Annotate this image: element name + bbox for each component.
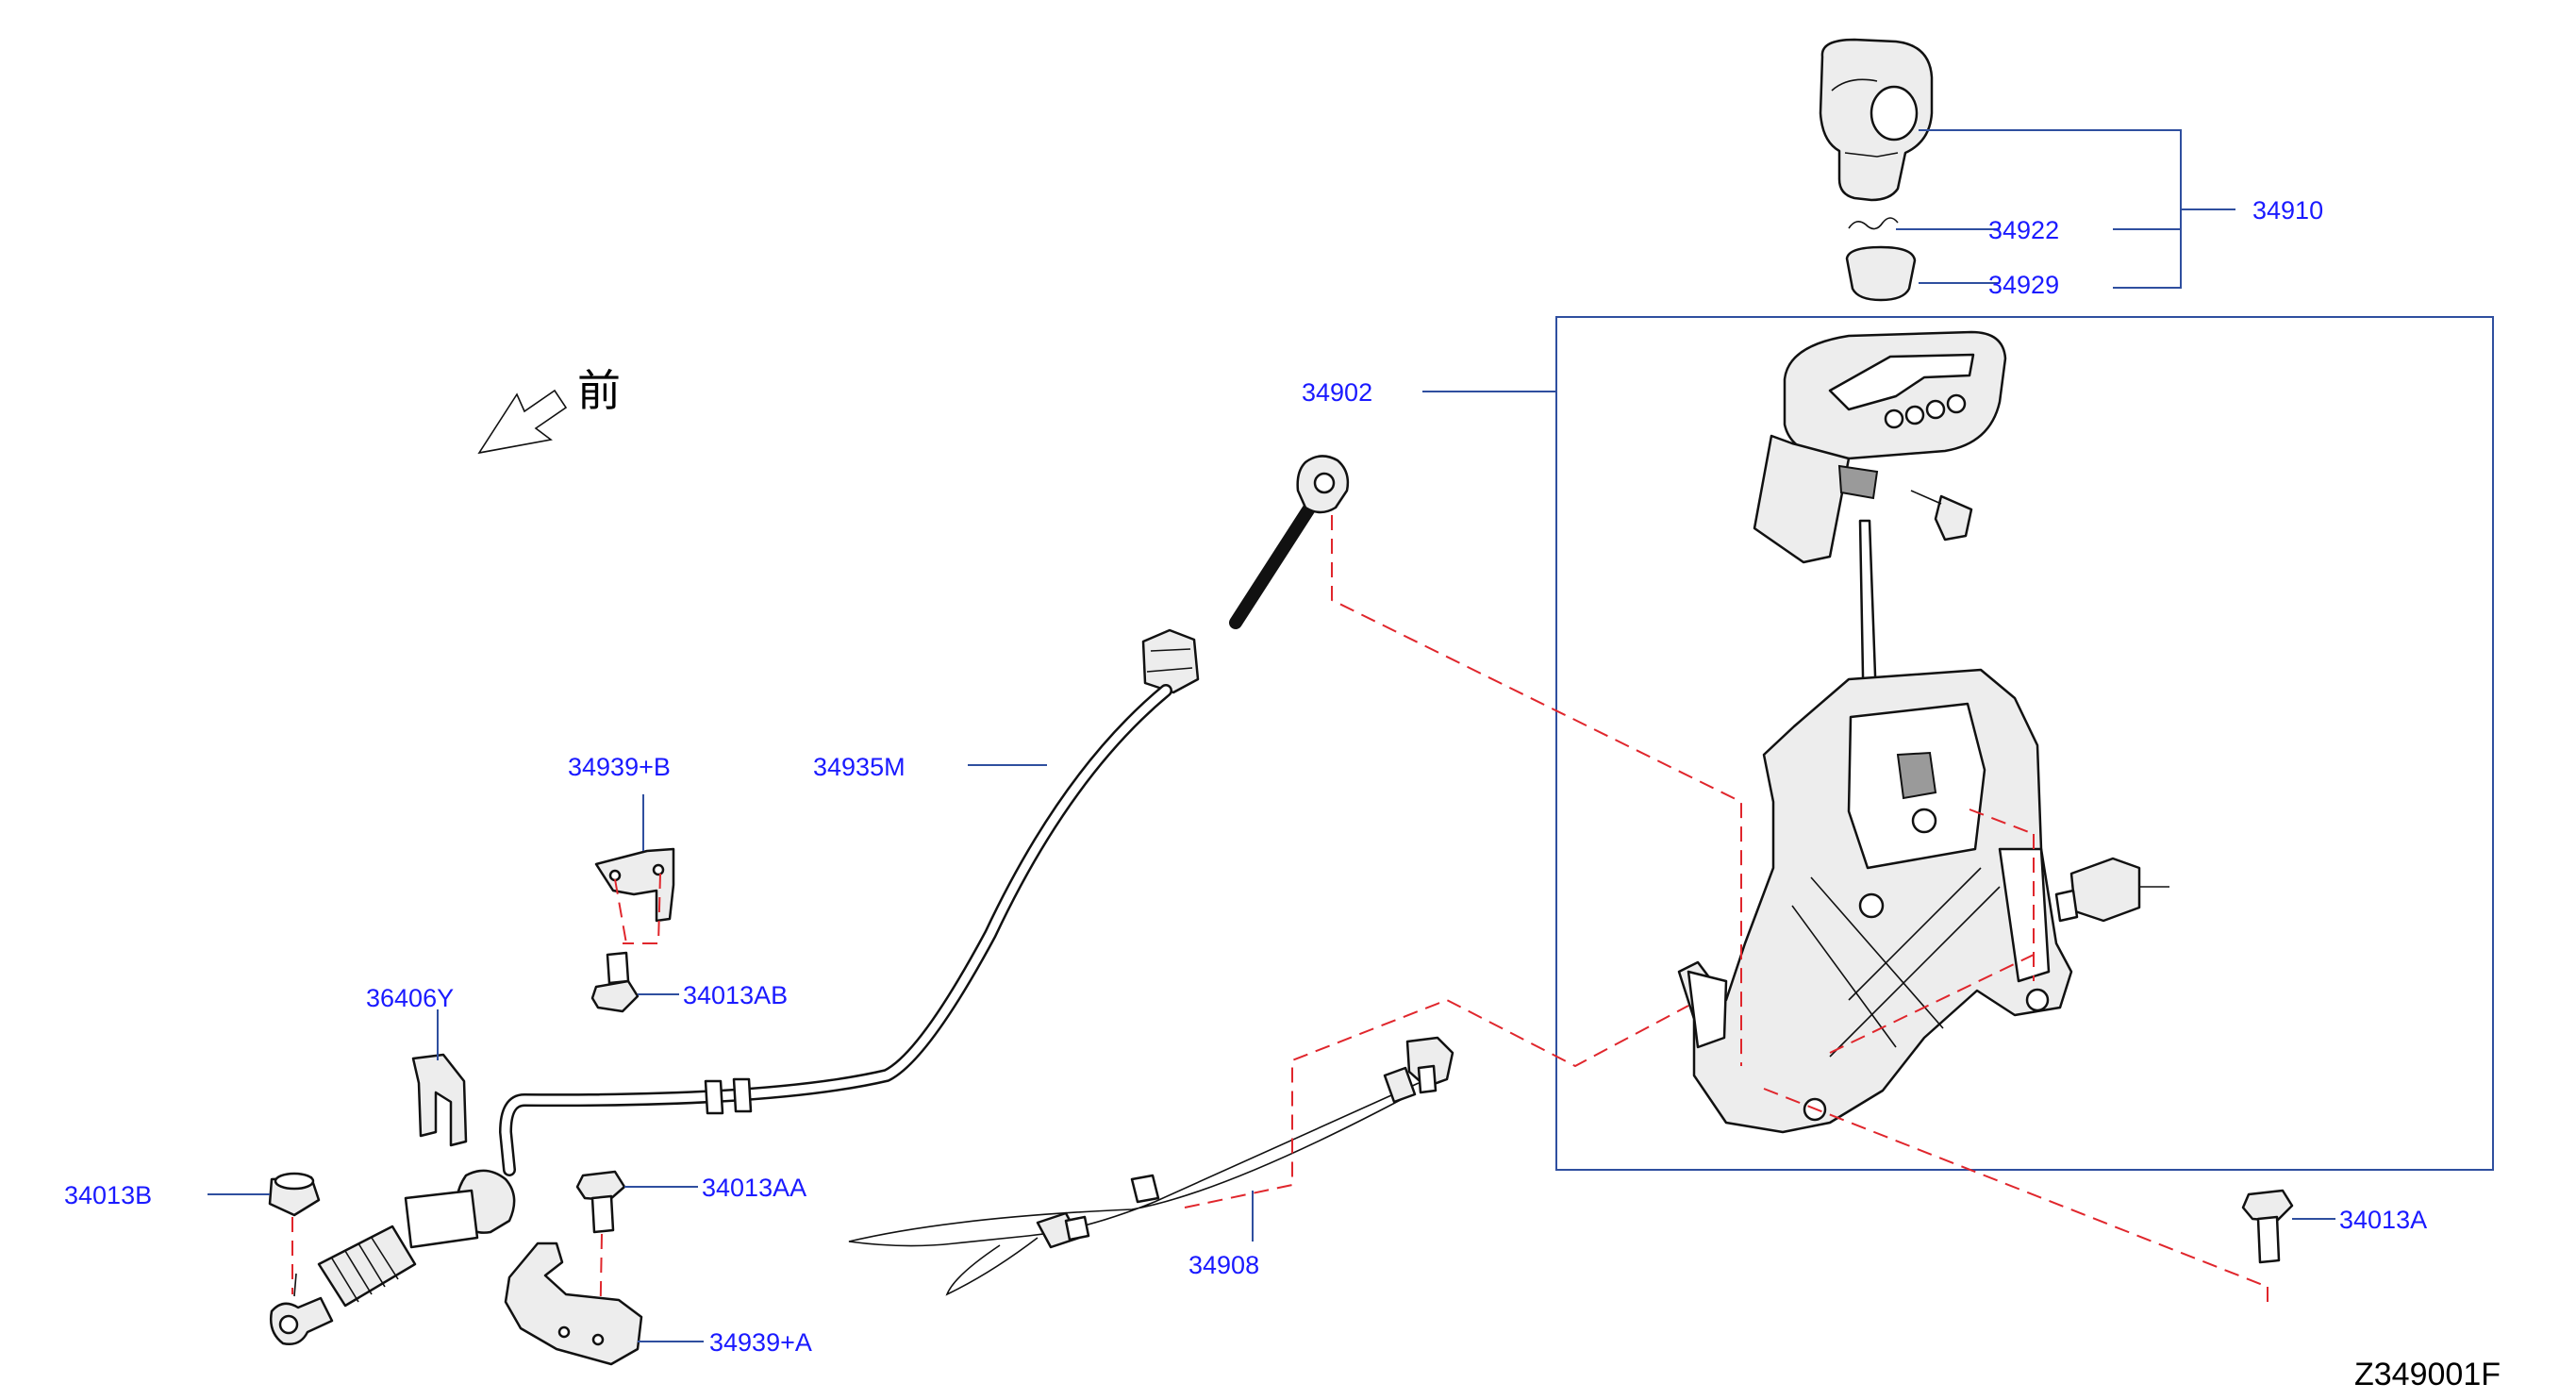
shift-lever-body-icon[interactable] bbox=[1677, 668, 2073, 1134]
cable-end-boot-icon[interactable] bbox=[270, 1169, 516, 1345]
knob-clip-icon[interactable] bbox=[1848, 217, 1899, 230]
bolt-34013ab-icon[interactable] bbox=[590, 951, 640, 1013]
callout-34908[interactable]: 34908 bbox=[1188, 1251, 1259, 1279]
callout-34935m[interactable]: 34935M bbox=[813, 753, 906, 781]
callout-34013aa[interactable]: 34013AA bbox=[702, 1174, 806, 1202]
callout-36406y[interactable]: 36406Y bbox=[366, 984, 454, 1012]
lock-plate-icon[interactable] bbox=[411, 1053, 468, 1147]
shift-indicator-panel-icon[interactable] bbox=[1753, 330, 2007, 564]
bracket-34939a-icon[interactable] bbox=[504, 1242, 643, 1366]
wire-harness-icon[interactable] bbox=[848, 1036, 1454, 1296]
callout-34939b[interactable]: 34939+B bbox=[568, 753, 671, 781]
bracket-34939b-icon[interactable] bbox=[594, 847, 675, 923]
bolt-34013aa-icon[interactable] bbox=[575, 1170, 626, 1234]
callout-34013b[interactable]: 34013B bbox=[64, 1181, 152, 1209]
nut-34013b-icon[interactable] bbox=[268, 1172, 321, 1217]
control-device-assembly-box bbox=[1555, 316, 2494, 1171]
callout-34013a[interactable]: 34013A bbox=[2339, 1206, 2427, 1234]
bulb-socket-icon[interactable] bbox=[1910, 490, 1973, 542]
control-cable-icon[interactable] bbox=[498, 455, 1350, 1176]
front-indicator-label: 前 bbox=[577, 365, 621, 416]
bolt-34013a-icon[interactable] bbox=[2241, 1189, 2294, 1264]
callout-34902[interactable]: 34902 bbox=[1302, 378, 1372, 407]
callout-34929[interactable]: 34929 bbox=[1988, 271, 2059, 299]
callout-34939a[interactable]: 34939+A bbox=[709, 1328, 812, 1357]
front-direction-arrow-icon bbox=[477, 389, 568, 455]
callout-34922[interactable]: 34922 bbox=[1988, 216, 2059, 244]
callout-34910[interactable]: 34910 bbox=[2252, 196, 2323, 225]
lever-connector-icon[interactable] bbox=[2054, 857, 2169, 923]
knob-cap-icon[interactable] bbox=[1845, 245, 1917, 302]
shift-knob-icon[interactable] bbox=[1819, 38, 1934, 202]
callout-34013ab[interactable]: 34013AB bbox=[683, 981, 788, 1009]
diagram-code: Z349001F bbox=[2354, 1357, 2501, 1392]
